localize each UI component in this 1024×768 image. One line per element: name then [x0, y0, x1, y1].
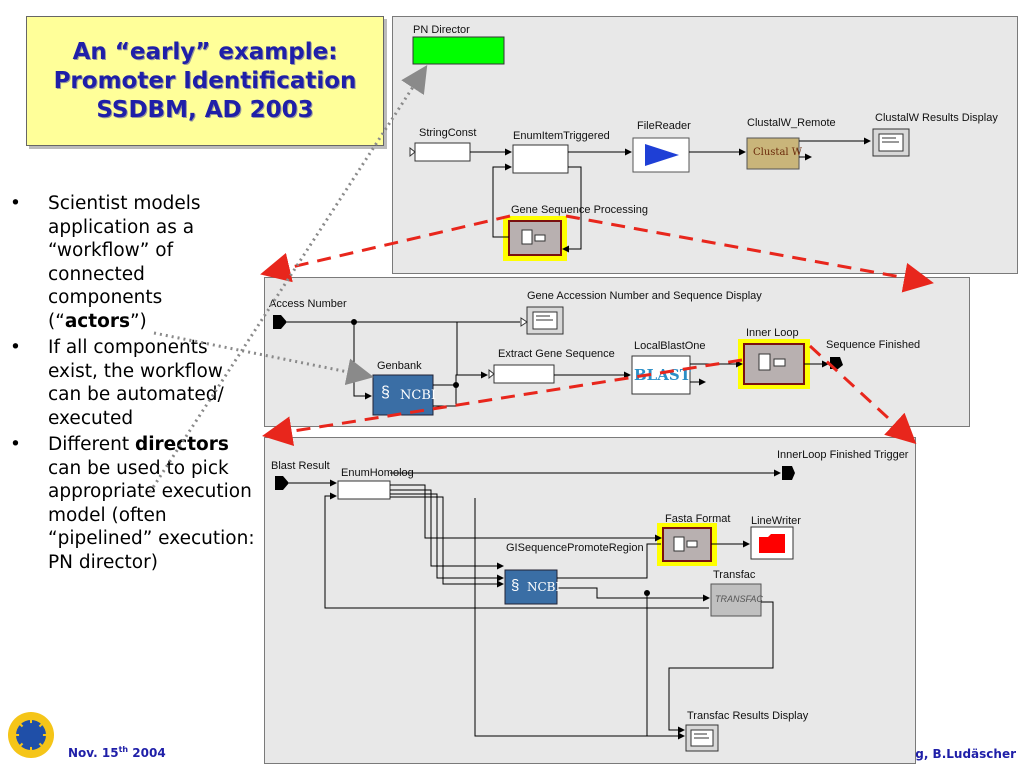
bullet-list: •Scientist models application as a “work…	[8, 192, 258, 577]
blast-logo-text: BLAST	[634, 366, 691, 384]
gi-sequence-promote-region-label: GISequencePromoteRegion	[506, 542, 644, 554]
workflow-panel-top: PN Director StringConst EnumItemTriggere…	[392, 16, 1018, 274]
zoom-line-right-bottom	[808, 344, 917, 445]
clustalw-remote-label: ClustalW_Remote	[747, 117, 836, 129]
blast-result-port[interactable]	[275, 476, 289, 490]
bullet-actors: •Scientist models application as a “work…	[10, 193, 201, 332]
workflow-panel-bottom: Blast Result EnumHomolog InnerLoop Finis…	[264, 437, 916, 764]
transfac-label: Transfac	[713, 569, 756, 581]
workflow-bottom-canvas	[275, 466, 795, 752]
callout-actors-to-genbank	[153, 331, 374, 386]
access-number-port[interactable]	[273, 315, 287, 329]
file-reader-label: FileReader	[637, 120, 691, 132]
bold-directors: directors	[134, 434, 229, 455]
transfac-logo-text: TRANSFAC	[715, 594, 763, 604]
bullet-automated: •If all components exist, the workflow c…	[10, 337, 224, 429]
fasta-format-label: Fasta Format	[665, 513, 731, 525]
footer-date: Nov. 15th 2004	[68, 745, 166, 760]
zoom-line-left-bottom	[262, 358, 743, 447]
string-const-label: StringConst	[419, 127, 477, 139]
dna-helix-icon: §	[381, 384, 390, 401]
blast-result-label: Blast Result	[271, 460, 330, 472]
slide-title-box: An “early” example: Promoter Identificat…	[26, 16, 384, 146]
dna-helix-icon-bottom: §	[511, 577, 520, 594]
genbank-ncbi-actor[interactable]	[372, 374, 434, 416]
clustalw-remote-actor[interactable]	[746, 137, 800, 170]
genbank-ncbi-logo: NCBI	[400, 388, 437, 403]
gene-sequence-processing-label: Gene Sequence Processing	[511, 204, 648, 216]
enum-item-triggered-label: EnumItemTriggered	[513, 130, 610, 142]
local-blast-one-actor[interactable]	[631, 355, 691, 395]
gi-ncbi-logo: NCBI	[527, 580, 561, 594]
clustalw-logo-text: Clustal W	[753, 147, 803, 158]
extract-gene-sequence-label: Extract Gene Sequence	[498, 348, 615, 360]
bold-actors: actors	[64, 310, 130, 332]
workflow-panel-middle: Access Number Gene Accession Number and …	[264, 277, 970, 427]
pn-director-block[interactable]	[412, 36, 505, 65]
zoom-line-right-top	[565, 214, 934, 293]
title-line-3: SSDBM, AD 2003	[96, 96, 314, 123]
footer-author: g, B.Ludäscher	[915, 747, 1016, 761]
transfac-actor[interactable]	[710, 583, 762, 617]
pn-director-label: PN Director	[413, 24, 470, 36]
nsf-logo	[8, 712, 54, 758]
title-line-2: Promoter Identification	[53, 67, 357, 94]
inner-loop-label: Inner Loop	[746, 327, 799, 339]
title-line-1: An “early” example:	[72, 38, 338, 65]
gi-sequence-promote-region-actor[interactable]	[504, 569, 558, 605]
gene-accession-display-label: Gene Accession Number and Sequence Displ…	[527, 290, 762, 302]
file-reader-icon	[645, 144, 679, 166]
enum-homolog-label: EnumHomolog	[341, 467, 414, 479]
workflow-top-canvas	[409, 36, 910, 261]
workflow-mid-canvas	[273, 306, 843, 416]
folder-icon	[759, 534, 785, 553]
genbank-label: Genbank	[377, 360, 422, 372]
transfac-results-display-label: Transfac Results Display	[687, 710, 809, 722]
local-blast-one-label: LocalBlastOne	[634, 340, 706, 352]
line-writer-label: LineWriter	[751, 515, 801, 527]
clustalw-results-label: ClustalW Results Display	[875, 112, 998, 124]
innerloop-finished-trigger-label: InnerLoop Finished Trigger	[777, 449, 909, 461]
zoom-line-left-top	[260, 214, 511, 283]
access-number-label: Access Number	[269, 298, 347, 310]
sequence-finished-label: Sequence Finished	[826, 339, 921, 351]
innerloop-finished-trigger-port[interactable]	[782, 466, 795, 480]
callout-directors-to-pn	[148, 64, 428, 493]
enum-item-triggered-actor[interactable]	[512, 144, 569, 174]
